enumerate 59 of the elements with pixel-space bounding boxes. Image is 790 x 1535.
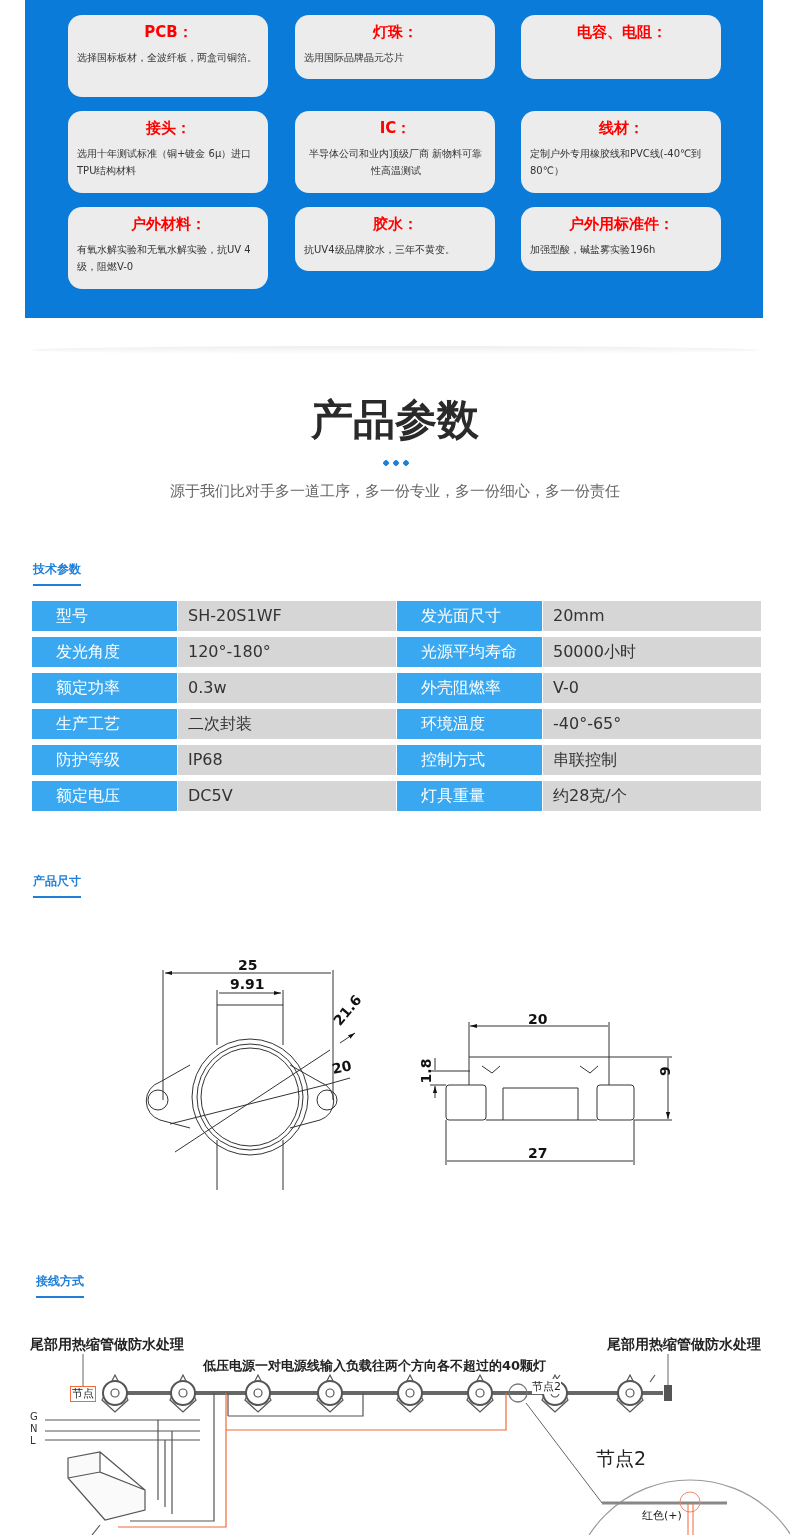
- card-heading: 线材：: [598, 119, 645, 138]
- table-cell: 外壳阻燃率: [397, 673, 542, 703]
- card-heading: 户外材料：: [130, 215, 207, 234]
- card-text: 选用十年测试标准（铜+镀金 6μ）进口TPU结构材料: [77, 147, 253, 178]
- card-heading: IC：: [378, 119, 413, 138]
- card-heading: 电容、电阻：: [575, 23, 668, 42]
- table-cell: 控制方式: [397, 745, 542, 775]
- wire-label: 红色(+): [642, 1508, 682, 1523]
- table-cell: 20mm: [543, 601, 761, 631]
- dimension-text: 9: [657, 1066, 672, 1076]
- table-cell: 约28克/个: [543, 781, 761, 811]
- card-text: 抗UV4级品牌胶水，三年不黄变。: [304, 243, 456, 257]
- table-cell: 光源平均寿命: [397, 637, 542, 667]
- dimension-text: 27: [528, 1146, 548, 1160]
- table-cell: 120°-180°: [178, 637, 396, 667]
- card-text: 选用国际品牌晶元芯片: [304, 51, 405, 65]
- dimension-text: 9.91: [230, 977, 265, 991]
- detail-heading: 节点2: [596, 1446, 647, 1471]
- table-cell: 生产工艺: [32, 709, 177, 739]
- card-text: 选择国标板材，全波纤板，两盒司铜箔。: [77, 51, 258, 65]
- table-cell: 型号: [32, 601, 177, 631]
- page-title: 产品参数: [310, 394, 480, 446]
- subtitle: 源于我们比对手多一道工序，多一份专业，多一份细心，多一份责任: [169, 482, 621, 501]
- table-cell: 50000小时: [543, 637, 761, 667]
- table-cell: 额定功率: [32, 673, 177, 703]
- wire-label: N: [30, 1424, 38, 1434]
- table-cell: DC5V: [178, 781, 396, 811]
- table-cell: 发光角度: [32, 637, 177, 667]
- table-cell: 0.3w: [178, 673, 396, 703]
- dimension-text: 1.8: [419, 1058, 434, 1084]
- section-heading: 产品尺寸: [33, 873, 81, 898]
- dimension-text: 20: [330, 1058, 353, 1076]
- table-cell: IP68: [178, 745, 396, 775]
- card-text: 定制户外专用橡胶线和PVC线(-40℃到80℃）: [530, 147, 703, 178]
- table-cell: SH-20S1WF: [178, 601, 396, 631]
- wire-label: G: [30, 1412, 38, 1422]
- card-heading: 胶水：: [372, 215, 419, 234]
- table-cell: -40°-65°: [543, 709, 761, 739]
- node-caption: 节点2: [532, 1379, 561, 1394]
- section-heading: 接线方式: [36, 1273, 84, 1298]
- table-cell: 防护等级: [32, 745, 177, 775]
- card-heading: 户外用标准件：: [568, 215, 675, 234]
- table-cell: V-0: [543, 673, 761, 703]
- dimension-text: 20: [528, 1012, 548, 1026]
- dimension-text: 25: [238, 958, 258, 972]
- card-heading: PCB：: [143, 23, 194, 42]
- table-cell: 串联控制: [543, 745, 761, 775]
- wire-label: L: [30, 1436, 36, 1446]
- card-text: 半导体公司和业内顶级厂商 新物料可靠性高温测试: [307, 147, 484, 178]
- table-cell: 额定电压: [32, 781, 177, 811]
- table-cell: 二次封装: [178, 709, 396, 739]
- table-cell: 环境温度: [397, 709, 542, 739]
- card-text: 有氧水解实验和无氧水解实验，抗UV 4级，阻燃V-0: [77, 243, 252, 274]
- card-heading: 灯珠：: [372, 23, 419, 42]
- table-cell: 发光面尺寸: [397, 601, 542, 631]
- card-heading: 接头：: [145, 119, 192, 138]
- card-text: 加强型酸，碱盐雾实验196h: [530, 243, 657, 257]
- table-cell: 灯具重量: [397, 781, 542, 811]
- section-heading: 技术参数: [33, 561, 81, 586]
